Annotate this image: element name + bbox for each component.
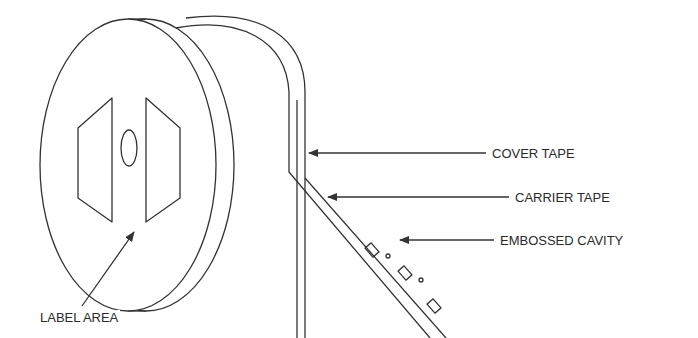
leader-arrow	[400, 239, 494, 240]
leader-arrow	[328, 196, 509, 197]
carrier-tape-edge	[305, 178, 446, 338]
part-label: LABEL AREA	[38, 310, 120, 325]
cover-tape-edge	[296, 100, 297, 338]
leader-arrow	[82, 232, 134, 306]
part-label: COVER TAPE	[490, 146, 577, 161]
reel-flange	[40, 19, 216, 311]
embossed-cavities	[365, 243, 441, 313]
part-label: CARRIER TAPE	[513, 190, 612, 205]
part-label: EMBOSSED CAVITY	[498, 233, 625, 248]
reel-hub-hole	[121, 130, 137, 166]
leader-arrow	[309, 152, 486, 153]
reel-window	[146, 98, 180, 222]
reel-window	[78, 98, 112, 222]
